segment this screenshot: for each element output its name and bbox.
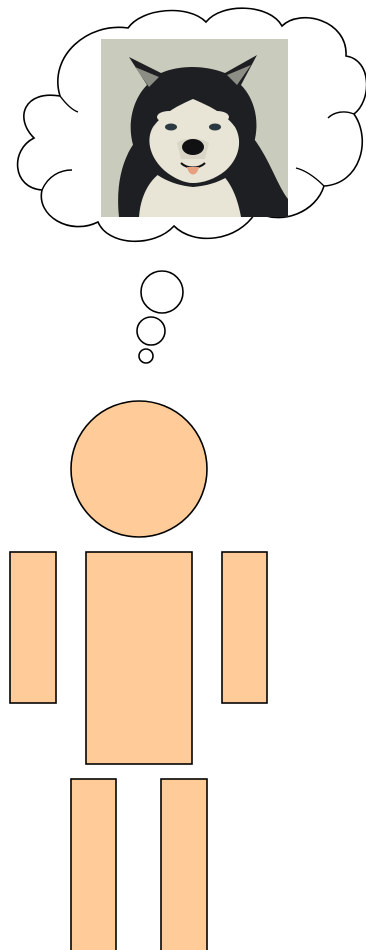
person-figure-icon xyxy=(10,401,267,950)
person-right-arm xyxy=(222,552,267,703)
dog-nose xyxy=(182,139,204,155)
person-left-arm xyxy=(10,552,56,703)
thought-circle-medium xyxy=(137,317,165,345)
person-left-leg xyxy=(71,779,116,950)
dog-right-eye xyxy=(209,124,221,131)
dog-left-brow xyxy=(157,111,181,123)
thought-circle-small xyxy=(139,349,153,363)
person-right-leg xyxy=(161,779,207,950)
person-torso xyxy=(86,552,192,764)
thought-circle-large xyxy=(141,271,183,313)
person-head xyxy=(71,401,207,537)
dog-right-brow xyxy=(205,111,229,123)
husky-dog-icon xyxy=(101,39,288,217)
dog-left-eye xyxy=(165,124,177,131)
